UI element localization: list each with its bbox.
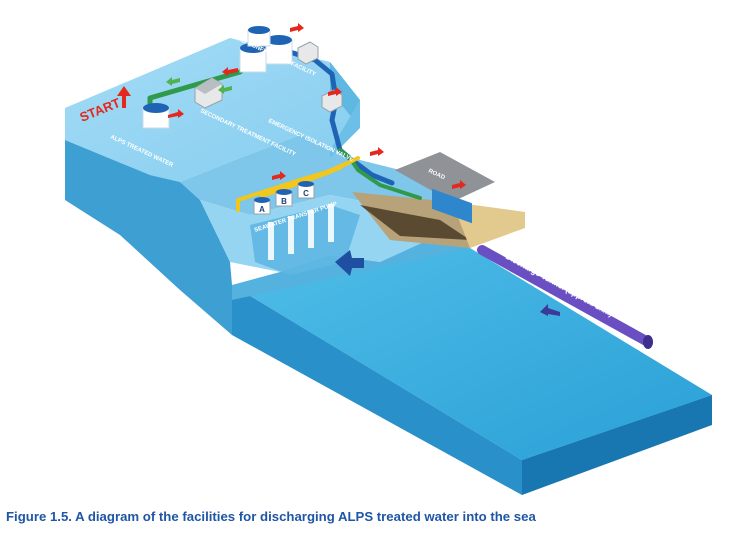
- soil-dark-layer: [360, 205, 470, 240]
- flow-arrow-icon: [370, 147, 384, 156]
- valve-icon: [297, 41, 319, 65]
- pump-a-label: A: [259, 205, 265, 214]
- flow-arrow-icon: [328, 87, 342, 96]
- land-step-face: [330, 62, 360, 128]
- valve-icon: [321, 89, 343, 113]
- seawater-pumps: A B C: [253, 181, 315, 215]
- road-surface: [395, 152, 495, 202]
- pump-pit-walls: [268, 204, 334, 260]
- tank-icon: [247, 26, 271, 47]
- flow-arrow-icon: [540, 304, 560, 316]
- pump-icon: A: [253, 197, 271, 215]
- start-arrow-icon: [117, 86, 131, 108]
- outlet-box: [432, 188, 472, 224]
- measurement-tanks: [239, 26, 293, 73]
- flow-arrow-icon: [166, 77, 180, 86]
- seawater-inflow-arrow-icon: [335, 250, 364, 276]
- flow-arrow-icon: [452, 180, 466, 189]
- flow-arrows: [117, 23, 560, 316]
- flow-arrow-icon: [218, 85, 232, 94]
- green-pipe-lower: [338, 148, 422, 200]
- land-left-face: [65, 140, 232, 335]
- flow-arrow-icon: [290, 23, 304, 32]
- figure-caption: Figure 1.5. A diagram of the facilities …: [6, 509, 536, 524]
- sea-right-face: [522, 395, 712, 495]
- discharge-facility-diagram: A B C START ALPS TREATED WATER SECONDARY…: [65, 23, 712, 495]
- flow-arrow-icon: [222, 67, 238, 76]
- blue-pipe: [287, 49, 395, 186]
- valve-house-lower: [321, 89, 343, 113]
- flow-arrow-icon: [272, 171, 286, 180]
- valve-house-upper: [297, 41, 319, 65]
- alps-tank: [142, 103, 170, 129]
- pump-c-label: C: [303, 189, 309, 198]
- sea-front-face: [232, 285, 522, 495]
- pump-icon: C: [297, 181, 315, 199]
- flow-arrow-icon: [168, 109, 184, 118]
- discharge-tunnel-pipe: [477, 245, 653, 347]
- road-section: [352, 152, 525, 248]
- seawater-intake: [250, 204, 364, 276]
- sea-block: [232, 248, 712, 495]
- upper-plateau: [65, 38, 360, 182]
- tunnel-outlet: [643, 335, 653, 349]
- secondary-treatment-building: [194, 77, 223, 109]
- sea-surface: [232, 248, 712, 460]
- pump-icon: B: [275, 189, 293, 207]
- pump-b-label: B: [281, 197, 287, 206]
